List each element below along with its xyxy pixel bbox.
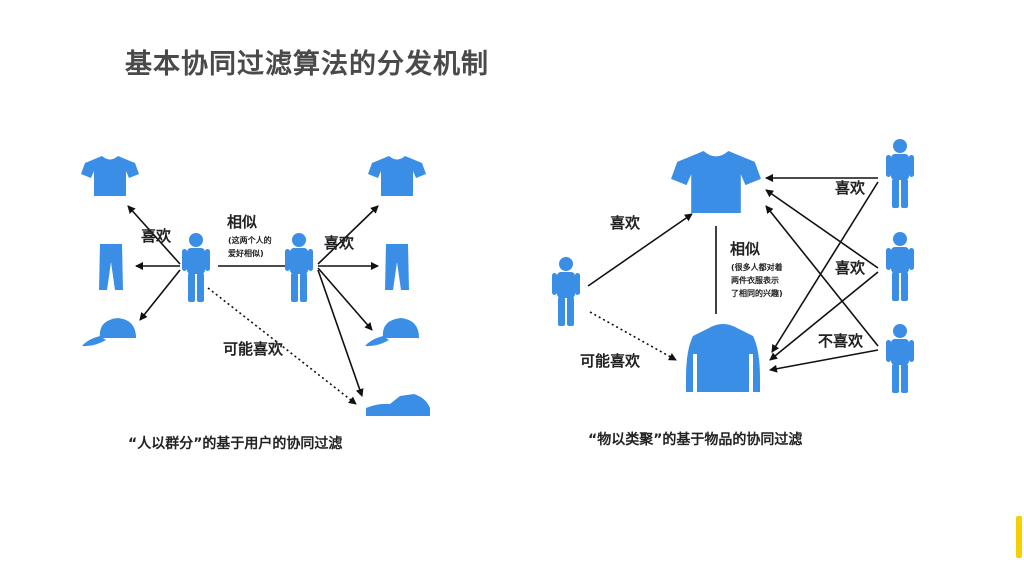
user-icon [886,139,914,208]
cap-icon [365,318,419,347]
page-title: 基本协同过滤算法的分发机制 [125,49,489,80]
tshirt-icon [368,156,426,196]
tshirt-icon [671,151,761,213]
similar-label: 相似 [730,240,760,258]
jeans-icon [385,244,409,290]
right-diagram: 喜欢 相似 (很多人都对着 两件衣服表示 了相同的兴趣) 可能喜欢 喜欢 喜欢 … [552,139,914,448]
maybe-like-label: 可能喜欢 [223,340,284,358]
similar-note: 爱好相似) [228,248,264,258]
similar-note: 了相同的兴趣) [731,288,783,298]
user-icon [886,232,914,301]
like-label: 喜欢 [835,259,866,277]
shoe-icon [366,394,430,416]
user-b-icon [285,233,313,302]
accent-bar [1016,516,1022,558]
sweater-icon [686,324,760,392]
like-label: 喜欢 [324,234,355,252]
similar-label: 相似 [227,213,257,231]
tshirt-icon [81,156,139,196]
left-caption: “人以群分”的基于用户的协同过滤 [128,435,342,452]
similar-note: (很多人都对着 [731,262,783,272]
maybe-like-label: 可能喜欢 [580,352,641,370]
cap-icon [82,318,136,347]
left-diagram: 喜欢 相似 (这两个人的 爱好相似) 喜欢 可能喜欢 “人以群分”的基于用户的协… [81,156,430,452]
dislike-label: 不喜欢 [818,332,864,350]
like-label: 喜欢 [141,227,172,245]
right-caption: “物以类聚”的基于物品的协同过滤 [588,431,802,448]
like-label: 喜欢 [835,179,866,197]
jeans-icon [99,244,123,290]
user-icon [886,324,914,393]
similar-note: 两件衣服表示 [731,275,779,285]
similar-note: (这两个人的 [228,235,272,245]
user-a-icon [182,233,210,302]
user-icon [552,257,580,326]
like-label: 喜欢 [610,214,641,232]
